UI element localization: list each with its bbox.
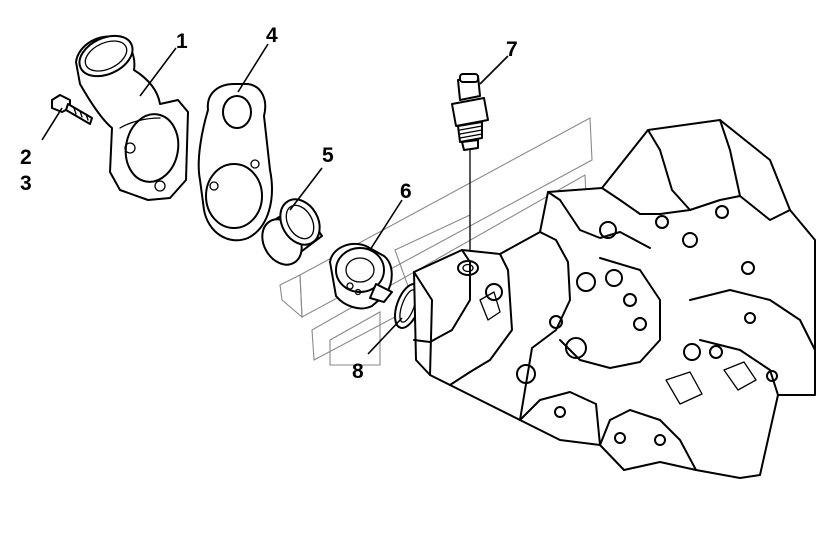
callout-labels: 1 2 3 4 5 6 7 8 [20, 24, 518, 383]
callout-6: 6 [400, 180, 412, 203]
thermostat [329, 243, 393, 310]
leader-lines [41, 43, 509, 355]
temperature-sensor [451, 73, 489, 263]
callout-1: 1 [176, 30, 188, 53]
callout-2: 2 [20, 146, 32, 169]
callout-7: 7 [506, 38, 518, 61]
outlet-elbow-pipe [75, 34, 189, 201]
callout-8: 8 [352, 360, 364, 383]
gasket [197, 83, 273, 242]
callout-4: 4 [266, 24, 278, 47]
callout-3: 3 [20, 172, 32, 195]
sleeve-ring [261, 198, 323, 266]
callout-5: 5 [322, 144, 334, 167]
bolt [51, 94, 93, 125]
cylinder-head [413, 119, 816, 479]
